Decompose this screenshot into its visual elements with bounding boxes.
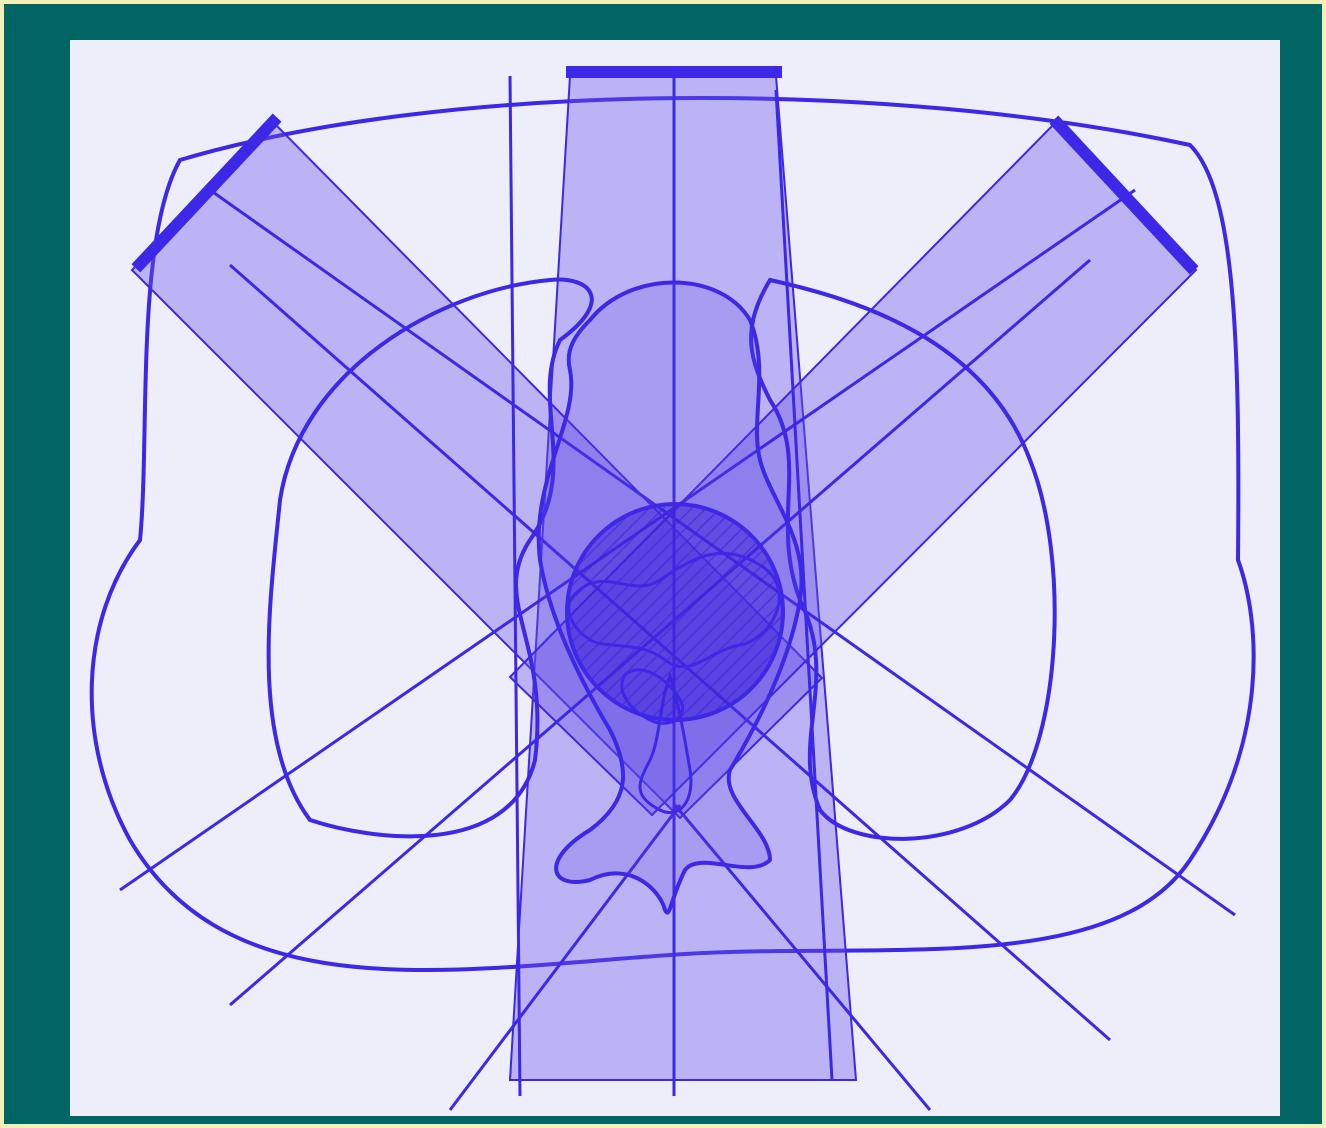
radiotherapy-beam-diagram xyxy=(70,40,1280,1116)
target-volume xyxy=(567,504,783,723)
figure-panel xyxy=(70,40,1280,1116)
